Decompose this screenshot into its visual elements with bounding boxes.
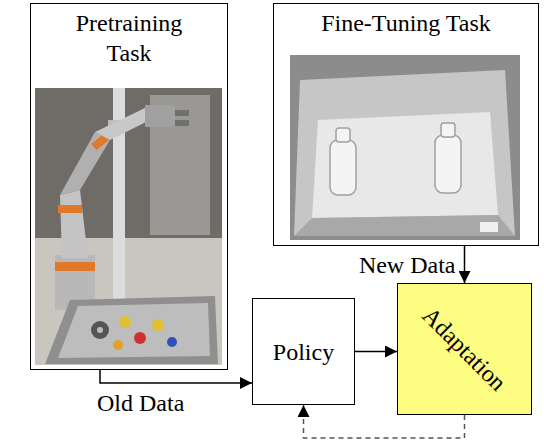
task-panel: Pretraining Task xyxy=(30,3,228,370)
panel-heading: Fine-Tuning Task xyxy=(281,8,531,38)
robot-photo xyxy=(35,88,222,365)
task-panel: Fine-Tuning Task xyxy=(273,3,539,246)
bin-photo xyxy=(290,55,520,240)
box-label: Adaptation xyxy=(416,301,513,398)
flow-arrow xyxy=(355,351,397,353)
box-label: Policy xyxy=(273,337,334,367)
flow-arrow xyxy=(100,370,252,383)
process-box: Policy xyxy=(252,298,355,405)
panel-heading: Pretraining Task xyxy=(54,8,204,68)
edge-label: New Data xyxy=(356,251,459,279)
flow-arrow xyxy=(464,246,466,283)
edge-label: Old Data xyxy=(94,389,187,417)
process-box: Adaptation xyxy=(397,283,532,415)
